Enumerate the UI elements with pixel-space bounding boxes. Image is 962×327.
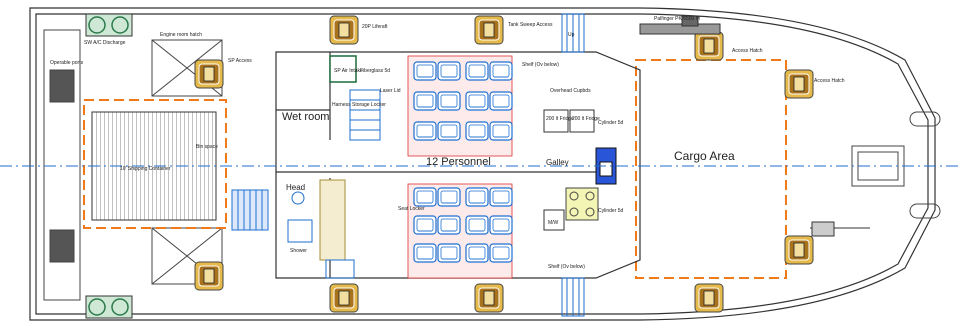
- label-personnel: 12 Personnel: [426, 156, 491, 168]
- seating-top: [407, 55, 513, 157]
- bollard-icon: [329, 283, 359, 313]
- wet-room-stairs: [349, 89, 381, 141]
- label-wet-room: Wet room: [282, 111, 329, 123]
- bow-fittings: [851, 111, 941, 219]
- label-container: 10' Shipping Container: [120, 166, 171, 172]
- orange-boundary-cargo: [635, 59, 787, 279]
- label-seat-left: Seat Locker: [398, 206, 425, 212]
- label-sp-air-intake: SP Air Intake: [334, 68, 363, 74]
- stern-section: [43, 29, 81, 301]
- label-harness-storage: Harness Storage Locker: [332, 102, 386, 108]
- head-fixtures: [287, 179, 355, 279]
- seating-bottom: [407, 183, 513, 279]
- label-palfinger: Palfinger PK 6500 M: [654, 16, 700, 22]
- sw-ac-discharge-bottom: [85, 295, 133, 319]
- sp-air-intake-box: [329, 55, 357, 83]
- up-stairs-top: [561, 13, 585, 53]
- bollard-icon: [474, 283, 504, 313]
- label-cylinder-2: Cylinder 5d: [598, 208, 624, 214]
- label-shelf-bottom: Shelf (Ov below): [548, 264, 585, 270]
- label-cylinder: Cylinder 5d: [598, 120, 624, 126]
- label-mw: M/W: [548, 220, 559, 226]
- label-cargo-area: Cargo Area: [674, 149, 735, 163]
- sw-ac-discharge-top: [85, 13, 133, 37]
- bollard-icon: [694, 31, 724, 61]
- label-galley: Galley: [546, 158, 569, 167]
- bollard-icon: [329, 15, 359, 45]
- label-engine-room-hatch: Engine room hatch: [160, 32, 202, 38]
- label-access-hatch-top: Access Hatch: [732, 48, 763, 54]
- crane: [639, 15, 721, 35]
- bollard-icon: [194, 261, 224, 291]
- label-sp-access: SP Access: [228, 58, 252, 64]
- label-sw-discharge: SW A/C Discharge: [84, 40, 126, 46]
- hull-outline: [29, 7, 936, 321]
- label-fiberglass: Fiberglass 5d: [360, 68, 390, 74]
- label-access-hatch-right: Access Hatch: [814, 78, 845, 84]
- label-wall-plan: Overhead Cupbds: [550, 88, 591, 94]
- label-operable-ports: Operable ports: [50, 60, 84, 66]
- label-fridge-1: 200 lt Fridge: [546, 116, 574, 122]
- up-stairs-bottom: [561, 277, 585, 317]
- bollard-icon: [784, 69, 814, 99]
- bollard-icon: [694, 283, 724, 313]
- crane-arm: [810, 221, 870, 237]
- label-bin-space: Bin space: [196, 144, 218, 150]
- label-shower: Shower: [290, 248, 307, 254]
- label-tank-sweep: Tank Sweep Access: [508, 22, 553, 28]
- label-laser-lid: Laser Lid: [380, 88, 401, 94]
- label-fridge-2: 200 lt Fridge: [572, 116, 600, 122]
- label-shelf-top: Shelf (Ov below): [522, 62, 559, 68]
- label-up: Up: [568, 32, 575, 38]
- label-liferaft: 20P Liferaft: [362, 24, 388, 30]
- stairs: [231, 189, 269, 231]
- bollard-icon: [784, 235, 814, 265]
- bollard-icon: [194, 59, 224, 89]
- label-head: Head: [286, 183, 305, 192]
- bollard-icon: [474, 15, 504, 45]
